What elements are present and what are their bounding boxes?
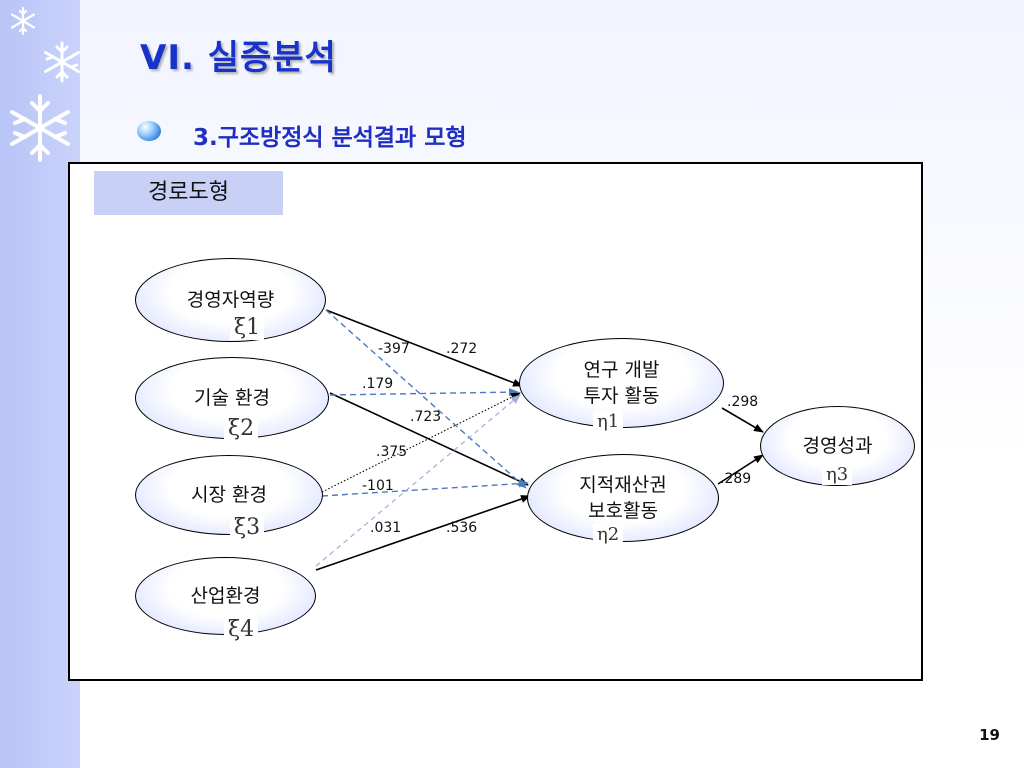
path-x3-y2	[321, 479, 529, 497]
coef-x4-y2: .536	[446, 520, 478, 536]
node-label: 기술 환경	[194, 387, 270, 409]
node-label-line2: 보호활동	[588, 500, 658, 522]
node-label: 산업환경	[190, 585, 261, 607]
coef-x1-y1: -397	[378, 341, 410, 357]
node-label-line1: 지적재산권	[579, 474, 667, 496]
slide-subtitle: 3.구조방정식 분석결과 모형	[193, 125, 467, 151]
path-y2-y3	[717, 454, 764, 485]
page-number: 19	[979, 726, 1000, 744]
path-x1-y2	[325, 309, 527, 489]
symbol-xi2: ξ2	[224, 416, 259, 441]
path-y1-y3	[721, 407, 764, 433]
coef-x2-y1: .179	[362, 376, 394, 392]
node-label: 경영자역량	[186, 289, 275, 311]
coef-y2-y3: .289	[720, 471, 752, 487]
node-label: 경영성과	[802, 435, 873, 457]
coef-x4-y1: .031	[370, 520, 402, 536]
path-x1-y1	[325, 309, 523, 387]
snowflake-icon	[10, 94, 70, 162]
snowflake-icon	[10, 6, 36, 36]
symbol-xi4: ξ4	[224, 617, 259, 642]
node-label-line2: 투자 활동	[583, 385, 660, 407]
coef-x2-y2: .723	[410, 409, 442, 425]
coef-x3-y1: .375	[376, 444, 408, 460]
symbol-eta2: η2	[593, 524, 624, 545]
node-market-environment: 시장 환경	[135, 455, 323, 535]
decorative-left-strip	[0, 0, 80, 768]
node-label: 시장 환경	[191, 484, 267, 506]
diagram-label: 경로도형	[94, 171, 283, 215]
path-x4-y2	[315, 495, 531, 571]
path-x3-y1	[321, 392, 521, 493]
node-label-line1: 연구 개발	[583, 359, 660, 381]
coef-y1-y3: .298	[727, 394, 759, 410]
symbol-xi3: ξ3	[230, 515, 265, 540]
path-x2-y1	[329, 388, 519, 397]
bullet-icon	[137, 121, 161, 141]
coef-x1-y2: .272	[446, 341, 478, 357]
symbol-xi1: ξ1	[230, 315, 265, 340]
snowflake-icon	[44, 41, 80, 83]
symbol-eta3: η3	[822, 464, 853, 485]
coef-x3-y2: -101	[362, 478, 394, 494]
symbol-eta1: η1	[593, 411, 624, 432]
slide-title: VI. 실증분석	[140, 38, 337, 78]
